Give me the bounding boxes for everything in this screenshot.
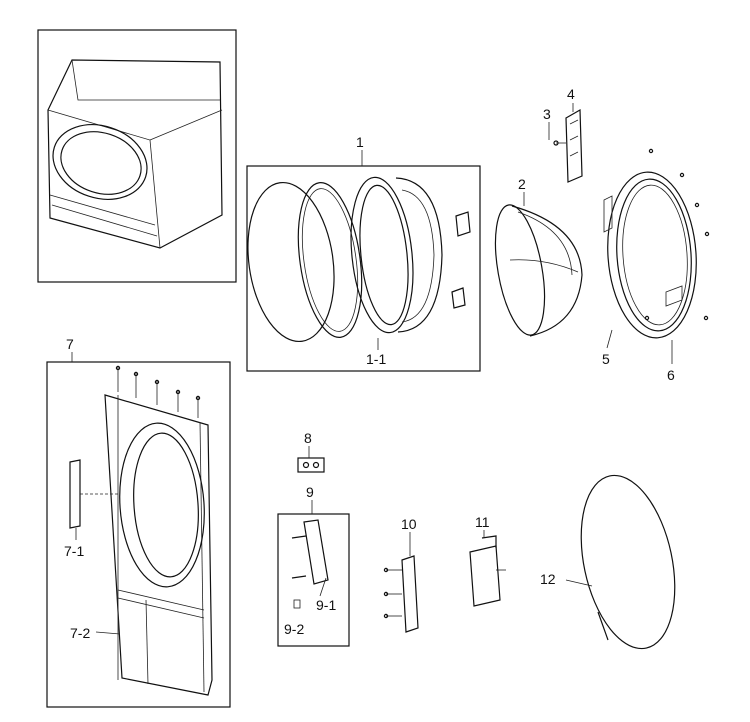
front-panel-box: [46, 361, 231, 708]
inner-glass-bowl: [494, 204, 583, 337]
callout-12: 12: [540, 571, 556, 587]
door-lock-bracket: [383, 555, 419, 633]
callout-9: 9: [306, 484, 314, 500]
door-outer-frame: [603, 148, 710, 339]
callout-7: 7: [66, 336, 74, 352]
callout-1-1: 1-1: [366, 351, 386, 367]
door-hinge: [553, 108, 583, 183]
callout-10: 10: [401, 516, 417, 532]
callout-3: 3: [543, 106, 551, 122]
door-lock-switch: [469, 535, 506, 607]
callout-4: 4: [567, 86, 575, 102]
callout-11: 11: [475, 514, 490, 530]
callout-9-1: 9-1: [316, 597, 336, 613]
callout-9-2: 9-2: [284, 621, 304, 637]
callout-7-2: 7-2: [70, 625, 90, 641]
callout-7-1: 7-1: [64, 543, 84, 559]
callout-1: 1: [356, 134, 364, 150]
door-assembly-box: [246, 165, 481, 372]
overview-unit-box: [37, 29, 237, 283]
callout-labels: 1 1-1 2 3 4 5 6 7 7-1 7-2 8 9 9-1 9-2 10…: [64, 86, 675, 641]
latch-box: [277, 513, 350, 647]
door-cover-disc: [580, 474, 676, 650]
leader-lines: [71, 103, 673, 635]
callout-5: 5: [602, 351, 610, 367]
part-8-clip: [297, 457, 325, 473]
callout-8: 8: [304, 430, 312, 446]
callout-6: 6: [667, 367, 675, 383]
callout-2: 2: [518, 176, 526, 192]
